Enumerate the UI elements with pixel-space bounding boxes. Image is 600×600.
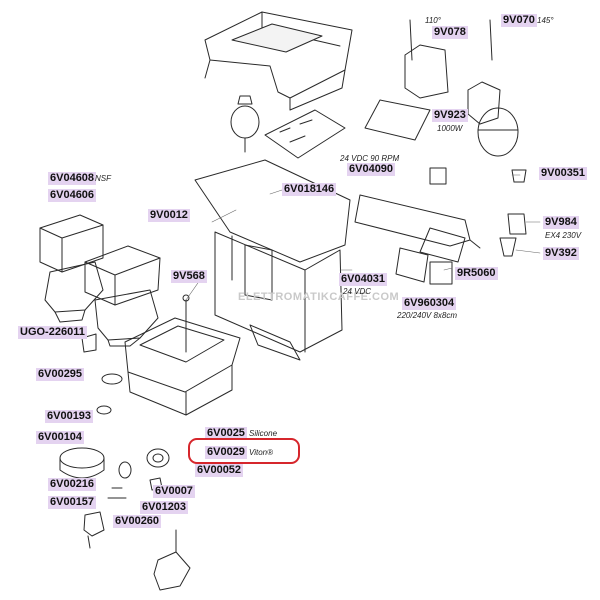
- note-220-240v: 220/240V 8x8cm: [397, 311, 458, 320]
- part-label-ugo-226011: UGO-226011: [18, 326, 87, 339]
- part-label-6v0025: 6V0025: [205, 427, 247, 440]
- part-label-6v00260: 6V00260: [113, 515, 162, 528]
- highlight-6v0029: [188, 438, 300, 464]
- right-accessories: [354, 167, 527, 285]
- boiler-part: [364, 19, 519, 157]
- part-label-9v923: 9V923: [432, 109, 468, 122]
- part-label-9v568: 9V568: [171, 270, 207, 283]
- left-hopper-part: [39, 214, 104, 323]
- watermark-text: ELETTROMATIKCAFFE.COM: [238, 291, 400, 303]
- part-label-6v018146: 6V018146: [282, 183, 337, 196]
- main-frame-part: [194, 159, 351, 361]
- part-label-6v04606: 6V04606: [48, 189, 97, 202]
- part-label-6v00157: 6V00157: [48, 496, 97, 509]
- note-24vdc-90rpm: 24 VDC 90 RPM: [340, 154, 400, 163]
- control-board-part: [264, 109, 346, 159]
- part-label-6v0007: 6V0007: [153, 485, 195, 498]
- right-hopper-part: [84, 245, 161, 347]
- part-label-6v04031: 6V04031: [339, 273, 388, 286]
- part-label-6v04090: 6V04090: [347, 163, 396, 176]
- note-1000w: 1000W: [437, 124, 463, 133]
- part-label-9r5060: 9R5060: [455, 267, 498, 280]
- drip-tray-part: [124, 294, 241, 416]
- note-145: 145°: [537, 16, 554, 25]
- part-label-6v00104: 6V00104: [36, 431, 85, 444]
- note-silicone: Silicone: [249, 429, 278, 438]
- note-ex4-230v: EX4 230V: [545, 231, 582, 240]
- part-label-6v00295: 6V00295: [36, 368, 85, 381]
- part-label-9v392: 9V392: [543, 247, 579, 260]
- note-nsf: NSF: [95, 174, 111, 183]
- part-label-6v00052: 6V00052: [195, 464, 244, 477]
- part-label-6v00216: 6V00216: [48, 478, 97, 491]
- part-label-9v070: 9V070: [501, 14, 537, 27]
- note-110: 110°: [425, 16, 441, 25]
- top-cover-part: [204, 11, 353, 111]
- fittings-part: [59, 333, 191, 591]
- note-viton: Viton®: [249, 448, 273, 457]
- part-label-6v00193: 6V00193: [45, 410, 94, 423]
- motor-part: [230, 95, 260, 153]
- part-label-6v04608: 6V04608: [48, 172, 97, 185]
- part-label-6v960304: 6V960304: [402, 297, 457, 310]
- part-label-9v00351: 9V00351: [539, 167, 588, 180]
- leader-lines: [185, 174, 541, 301]
- part-label-6v0029: 6V0029: [205, 446, 247, 459]
- part-label-9v0012: 9V0012: [148, 209, 190, 222]
- part-label-9v984: 9V984: [543, 216, 579, 229]
- note-24vdc: 24 VDC: [343, 287, 372, 296]
- part-label-9v078: 9V078: [432, 26, 468, 39]
- part-label-6v01203: 6V01203: [140, 501, 189, 514]
